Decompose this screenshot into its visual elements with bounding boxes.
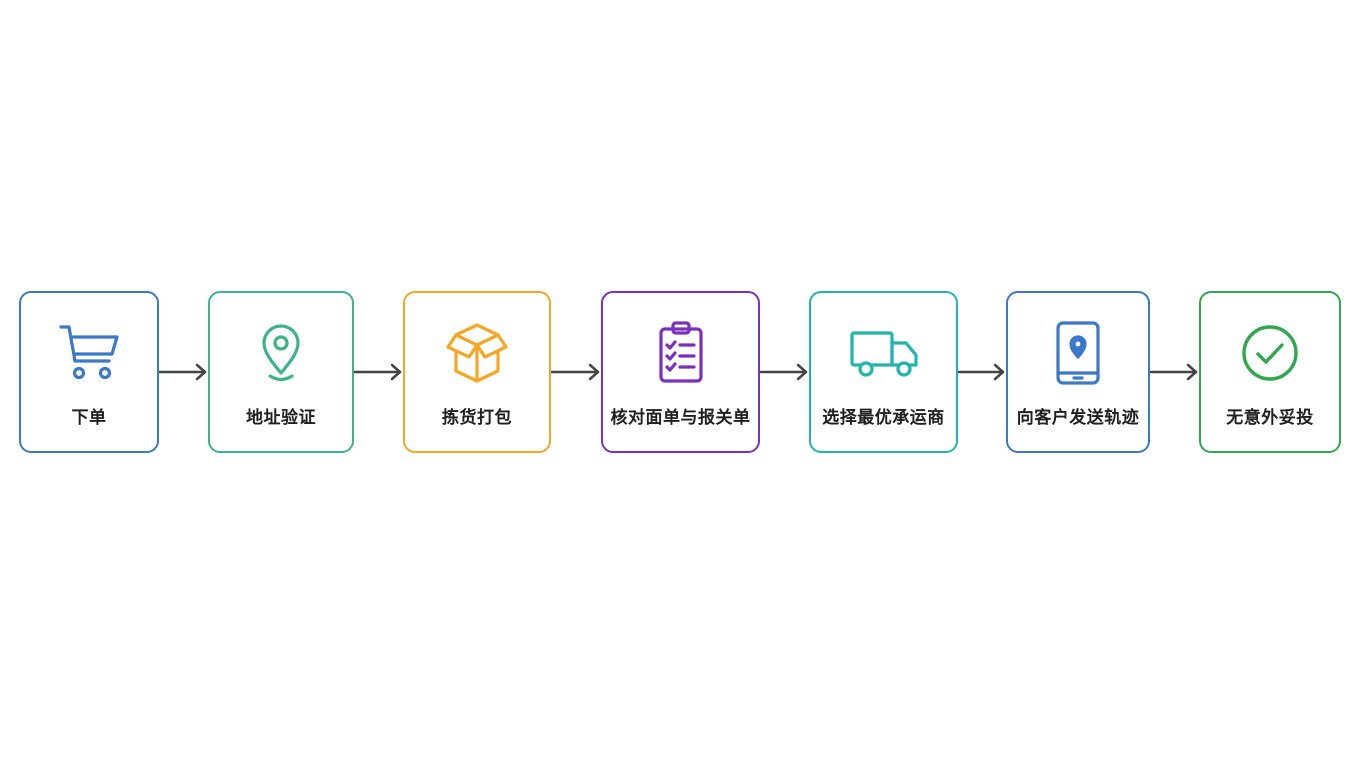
- flow-arrow: [551, 362, 601, 382]
- step-label: 核对面单与报关单: [610, 408, 751, 428]
- step-send-tracking-to-customer: 向客户发送轨迹: [1006, 291, 1150, 453]
- step-select-best-carrier: 选择最优承运商: [809, 291, 958, 453]
- location-pin-icon: [210, 321, 352, 385]
- step-pick-and-pack: 拣货打包: [403, 291, 551, 453]
- flow-arrow: [1150, 362, 1199, 382]
- step-label: 地址验证: [246, 408, 316, 428]
- flow-arrow: [159, 362, 208, 382]
- delivery-truck-icon: [811, 321, 956, 385]
- mobile-tracking-icon: [1008, 321, 1148, 385]
- step-label: 下单: [71, 408, 107, 428]
- package-box-icon: [405, 321, 549, 385]
- flow-arrow: [354, 362, 403, 382]
- step-address-verification: 地址验证: [208, 291, 354, 453]
- step-check-waybill-and-customs: 核对面单与报关单: [601, 291, 760, 453]
- step-label: 拣货打包: [442, 408, 512, 428]
- shopping-cart-icon: [21, 321, 157, 385]
- check-circle-icon: [1201, 321, 1339, 385]
- step-delivered-without-incident: 无意外妥投: [1199, 291, 1341, 453]
- step-label: 选择最优承运商: [822, 408, 945, 428]
- step-place-order: 下单: [19, 291, 159, 453]
- flow-arrow: [958, 362, 1006, 382]
- clipboard-checklist-icon: [603, 321, 758, 385]
- step-label: 向客户发送轨迹: [1016, 408, 1140, 428]
- step-label: 无意外妥投: [1226, 408, 1314, 428]
- flow-arrow: [760, 362, 809, 382]
